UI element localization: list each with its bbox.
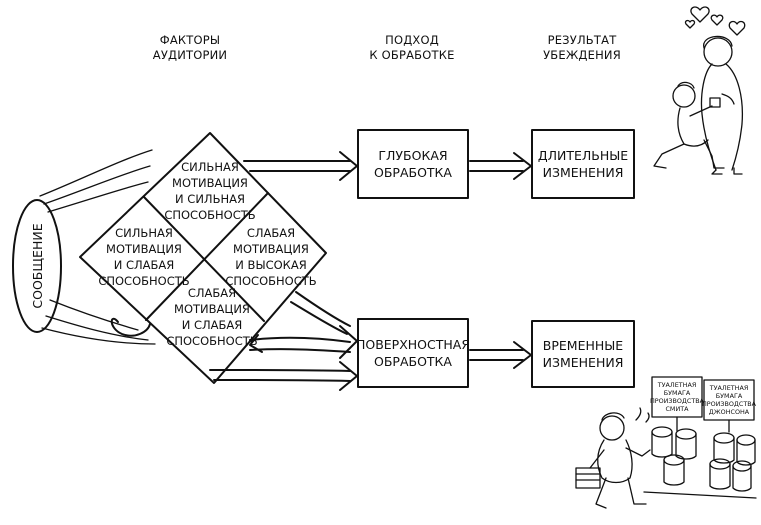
sign-line: ДЖОНСОНА [709,408,750,416]
sign-line: ПРОИЗВОДСТВА [650,397,705,405]
cell-line: СЛАБАЯ [188,286,236,300]
header-audience-factors: ФАКТОРЫ АУДИТОРИИ [153,33,227,62]
sign-smith: ТУАЛЕТНАЯ БУМАГА ПРОИЗВОДСТВА СМИТА [650,376,705,432]
proposal-cartoon [653,6,746,175]
heart-icon [684,19,696,29]
box-temporary-changes: ВРЕМЕННЫЕ ИЗМЕНЕНИЯ [531,320,635,388]
cell-strong-motivation-weak-ability: СИЛЬНАЯ МОТИВАЦИЯ И СЛАБАЯ СПОСОБНОСТЬ [98,226,189,288]
arrow-strong-weak-to-surface [209,369,351,382]
box-line: ИЗМЕНЕНИЯ [543,355,624,370]
cell-line: И СЛАБАЯ [114,258,175,272]
header-line: ПОДХОД [385,33,439,47]
cell-line: МОТИВАЦИЯ [172,176,248,190]
cell-line: СПОСОБНОСТЬ [164,208,255,222]
cell-line: СПОСОБНОСТЬ [225,274,316,288]
sign-line: ТУАЛЕТНАЯ [709,384,749,392]
header-processing-approach: ПОДХОД К ОБРАБОТКЕ [369,33,454,62]
header-persuasion-result: РЕЗУЛЬТАТ УБЕЖДЕНИЯ [543,33,621,62]
cell-weak-motivation-weak-ability: СЛАБАЯ МОТИВАЦИЯ И СЛАБАЯ СПОСОБНОСТЬ [166,286,257,348]
message-label: СООБЩЕНИЕ [30,223,45,308]
box-line: ВРЕМЕННЫЕ [543,338,624,353]
message-cone [39,149,156,345]
box-lasting-changes: ДЛИТЕЛЬНЫЕ ИЗМЕНЕНИЯ [531,129,635,199]
cell-strong-motivation-strong-ability: СИЛЬНАЯ МОТИВАЦИЯ И СИЛЬНАЯ СПОСОБНОСТЬ [164,160,255,222]
header-line: К ОБРАБОТКЕ [369,48,454,62]
cell-line: СЛАБАЯ [247,226,295,240]
cell-line: МОТИВАЦИЯ [174,302,250,316]
box-line: ГЛУБОКАЯ [378,148,447,163]
message-drum: СООБЩЕНИЕ [12,199,62,333]
arrow-surface-to-temporary [469,341,532,369]
arrow-strong-to-deep [243,151,358,181]
arrow-head-surface-lower [339,361,358,391]
arrow-weak-high-to-surface [290,291,351,335]
sign-line: БУМАГА [664,389,691,397]
sign-line: ПРОИЗВОДСТВА [702,400,757,408]
box-line: ИЗМЕНЕНИЯ [543,165,624,180]
heart-icon [710,14,724,26]
box-line: ПОВЕРХНОСТНАЯ [356,337,470,352]
arrow-head-surface [339,325,358,359]
header-line: АУДИТОРИИ [153,48,227,62]
cell-line: СПОСОБНОСТЬ [166,334,257,348]
heart-icon [690,6,710,23]
header-line: УБЕЖДЕНИЯ [543,48,621,62]
cell-line: И СЛАБАЯ [182,318,243,332]
box-line: ДЛИТЕЛЬНЫЕ [538,148,628,163]
sign-line: БУМАГА [716,392,743,400]
cell-line: И СИЛЬНАЯ [175,192,245,206]
cell-line: СИЛЬНАЯ [181,160,239,174]
box-deep-processing: ГЛУБОКАЯ ОБРАБОТКА [357,129,469,199]
cell-line: И ВЫСОКАЯ [235,258,306,272]
shopper [575,407,651,509]
cell-line: СИЛЬНАЯ [115,226,173,240]
box-line: ОБРАБОТКА [374,354,452,369]
box-line: ОБРАБОТКА [374,165,452,180]
cell-line: МОТИВАЦИЯ [106,242,182,256]
sign-line: СМИТА [665,405,689,413]
cell-line: МОТИВАЦИЯ [233,242,309,256]
shopping-cartoon: ТУАЛЕТНАЯ БУМАГА ПРОИЗВОДСТВА СМИТА ТУАЛ… [575,376,757,509]
cell-line: СПОСОБНОСТЬ [98,274,189,288]
music-note-icon [635,407,650,423]
header-line: ФАКТОРЫ [160,33,221,47]
sign-line: ТУАЛЕТНАЯ [657,381,697,389]
toilet-paper-rolls [643,426,757,499]
box-surface-processing: ПОВЕРХНОСТНАЯ ОБРАБОТКА [356,318,470,388]
header-line: РЕЗУЛЬТАТ [548,33,618,47]
factor-rhombus [79,132,327,384]
arrow-weak-weak-to-surface [249,334,351,353]
sign-johnson: ТУАЛЕТНАЯ БУМАГА ПРОИЗВОДСТВА ДЖОНСОНА [702,379,757,433]
heart-icon [728,20,746,36]
cell-weak-motivation-high-ability: СЛАБАЯ МОТИВАЦИЯ И ВЫСОКАЯ СПОСОБНОСТЬ [225,226,316,288]
arrow-deep-to-lasting [469,152,532,180]
